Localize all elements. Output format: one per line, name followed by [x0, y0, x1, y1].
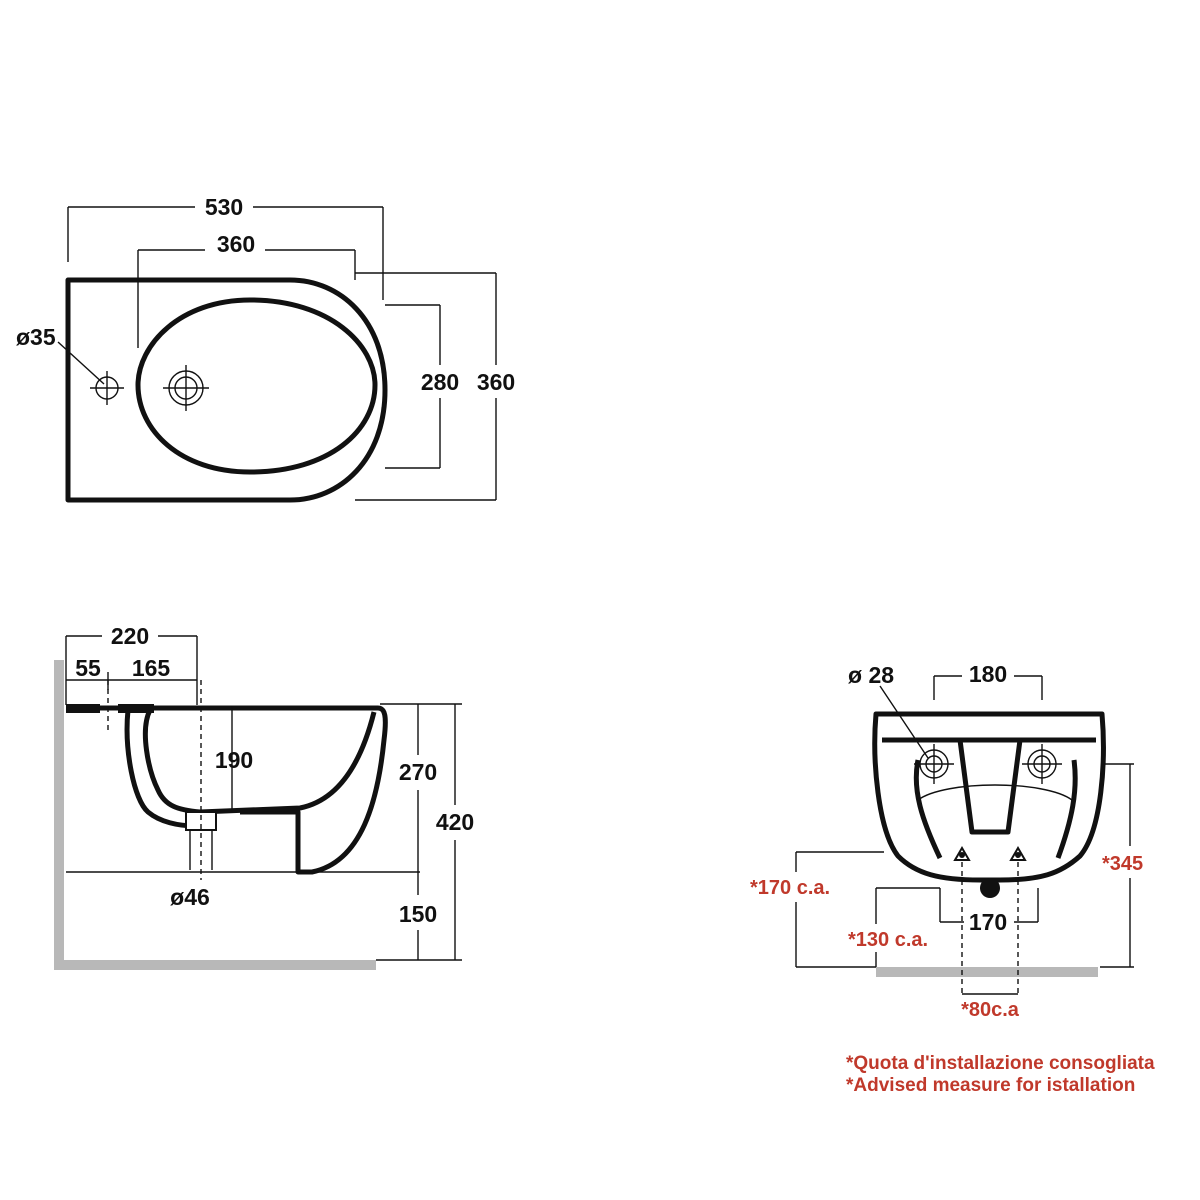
- side-bowl-depth: 190: [215, 747, 253, 773]
- side-drain-diameter: ø46: [170, 884, 210, 910]
- note-english: *Advised measure for istallation: [846, 1075, 1135, 1096]
- top-total-length: 530: [205, 194, 243, 220]
- side-bowl-outline: [142, 708, 377, 815]
- top-total-width: 360: [477, 369, 515, 395]
- installation-notes: *Quota d'installazione consogliata *Advi…: [846, 1053, 1155, 1096]
- rear-left-bolt-icon: [953, 846, 971, 861]
- side-depth-220: 220: [111, 623, 149, 649]
- note-italian: *Quota d'installazione consogliata: [846, 1053, 1155, 1074]
- top-bowl: [135, 297, 378, 475]
- side-body-outline: [66, 705, 388, 875]
- drain-hole-icon: [163, 365, 209, 411]
- rear-right-bolt-icon: [1009, 846, 1027, 861]
- side-drain-pipe: [185, 811, 217, 870]
- top-hole-diameter: ø35: [16, 324, 56, 350]
- side-height-420: 420: [436, 809, 474, 835]
- top-bowl-width: 280: [421, 369, 459, 395]
- rear-bolt-spacing: 170: [969, 909, 1007, 935]
- top-view: ø35 530 360 280 360: [16, 194, 515, 503]
- rear-height-130: *130 c.a.: [848, 929, 928, 951]
- rear-right-hole-icon: [1022, 744, 1062, 784]
- top-outline: [65, 277, 388, 503]
- side-trap: [124, 709, 214, 829]
- rear-hole-diameter: ø 28: [848, 662, 894, 688]
- side-floor-gap: 150: [399, 901, 437, 927]
- side-wall: [54, 660, 64, 970]
- rear-view: ø 28 180 *345 *170 c.a. *130 c.a. 170: [750, 661, 1143, 1021]
- rear-inner-right: [1055, 759, 1078, 859]
- rear-height-345: *345: [1102, 853, 1143, 875]
- rear-outline: [872, 711, 1106, 883]
- rear-inner-left: [913, 759, 943, 860]
- rear-center-tongue: [957, 737, 1023, 835]
- rear-spacing-80: *80c.a: [961, 999, 1020, 1021]
- tap-hole-icon: [90, 371, 124, 405]
- side-offset-165: 165: [132, 655, 171, 681]
- side-floor: [54, 960, 376, 970]
- side-view: 220 55 165 190 270 420 150 ø46: [54, 623, 474, 970]
- rear-left-hole-icon: [914, 744, 954, 784]
- rear-height-170: *170 c.a.: [750, 877, 830, 899]
- rear-floor: [876, 967, 1098, 977]
- side-offset-55: 55: [75, 655, 101, 681]
- side-height-270: 270: [399, 759, 437, 785]
- rear-hole-spacing: 180: [969, 661, 1007, 687]
- rear-drain-icon: [980, 878, 1000, 898]
- top-bowl-length: 360: [217, 231, 255, 257]
